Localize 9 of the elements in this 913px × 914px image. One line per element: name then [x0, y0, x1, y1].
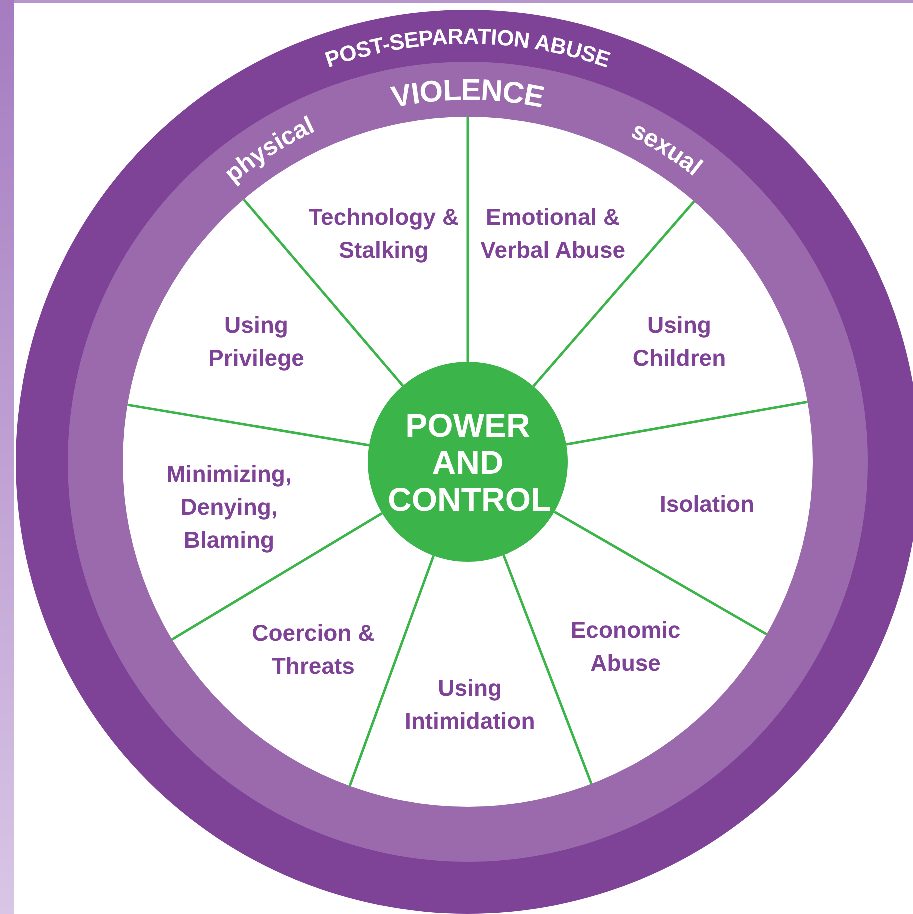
- segment-label: Emotional & Verbal Abuse: [473, 201, 634, 268]
- ring-band: [16, 10, 913, 914]
- center-label: POWER AND CONTROL: [388, 406, 548, 518]
- segment-label: Using Privilege: [176, 309, 336, 376]
- segment-label: Minimizing, Denying, Blaming: [149, 458, 310, 557]
- ring-label: VIOLENCE: [388, 74, 548, 114]
- segment-label: Using Children: [599, 309, 760, 376]
- segment-label: Isolation: [627, 488, 788, 521]
- segment-label: Technology & Stalking: [304, 201, 464, 268]
